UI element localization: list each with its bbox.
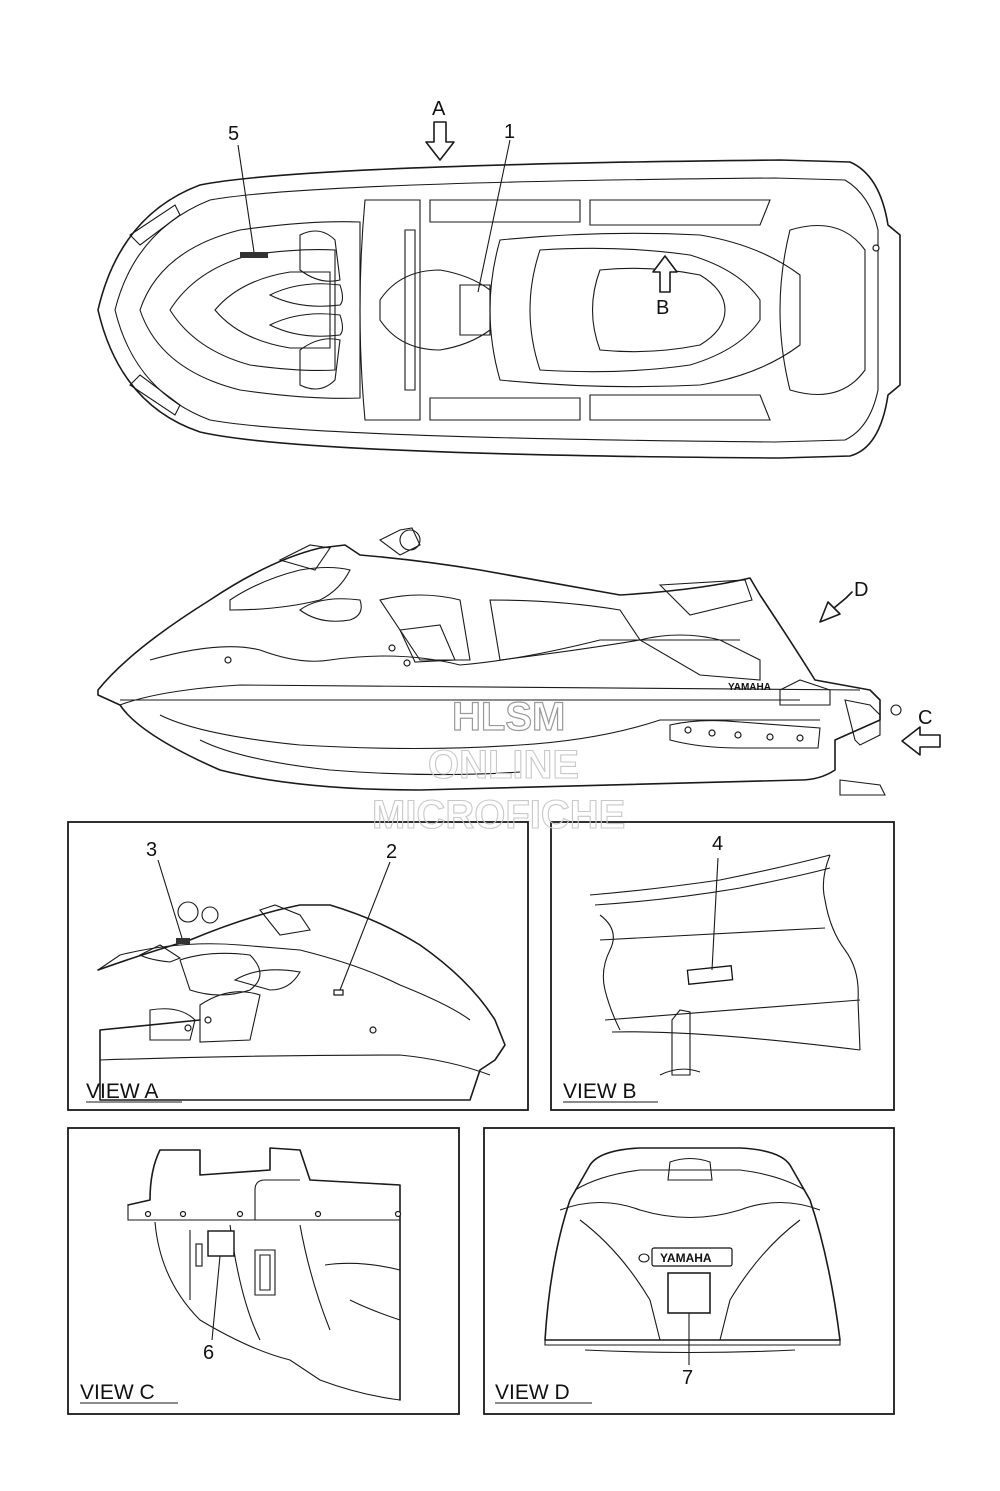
view-arrow-c-label: C	[918, 707, 932, 729]
view-d-panel	[483, 1127, 895, 1415]
view-c-drawing	[127, 1147, 402, 1401]
watermark-line-2: ONLINE	[428, 743, 579, 787]
view-c-label: VIEW C	[80, 1381, 155, 1404]
view-d-drawing: YAMAHA	[544, 1147, 841, 1365]
view-b-panel	[550, 821, 895, 1111]
view-a-drawing	[97, 859, 506, 1101]
view-a-label: VIEW A	[86, 1080, 158, 1103]
callout-5: 5	[228, 123, 239, 145]
watermark-line-3: MICROFICHE	[372, 793, 625, 837]
view-c-panel	[67, 1127, 460, 1415]
leader-6	[211, 1255, 221, 1341]
callout-7: 7	[682, 1367, 693, 1389]
leader-1	[477, 139, 511, 293]
label-7-marker	[667, 1272, 711, 1314]
rear-yamaha-brand: YAMAHA	[660, 1251, 712, 1265]
view-c-arrow	[901, 726, 941, 756]
view-b-label: VIEW B	[563, 1080, 637, 1103]
callout-6: 6	[203, 1342, 214, 1364]
label-5-marker	[240, 252, 268, 258]
view-b-arrow	[652, 255, 678, 293]
leader-2	[339, 861, 391, 991]
callout-2: 2	[386, 841, 397, 863]
label-4-marker	[686, 965, 734, 985]
leader-5	[237, 144, 255, 253]
view-arrow-d-label: D	[854, 579, 868, 601]
view-a-arrow	[425, 121, 455, 161]
watermark-line-1: HLSM	[452, 695, 565, 739]
callout-1: 1	[504, 121, 515, 143]
view-d-label: VIEW D	[495, 1381, 570, 1404]
side-view-watercraft: YAMAHA	[97, 527, 941, 796]
callout-4: 4	[712, 833, 723, 855]
view-d-arrow	[819, 591, 853, 623]
view-a-panel	[67, 821, 529, 1111]
leader-4	[711, 857, 719, 971]
view-arrow-a-label: A	[432, 98, 446, 120]
label-6-marker	[207, 1230, 235, 1257]
view-b-drawing	[589, 854, 861, 1076]
side-yamaha-brand: YAMAHA	[728, 682, 771, 693]
label-2-marker	[333, 989, 344, 996]
callout-3: 3	[146, 839, 157, 861]
label-3-marker	[176, 938, 190, 944]
view-arrow-b-label: B	[656, 297, 669, 319]
leader-3	[157, 859, 183, 939]
top-view-watercraft	[97, 121, 901, 459]
